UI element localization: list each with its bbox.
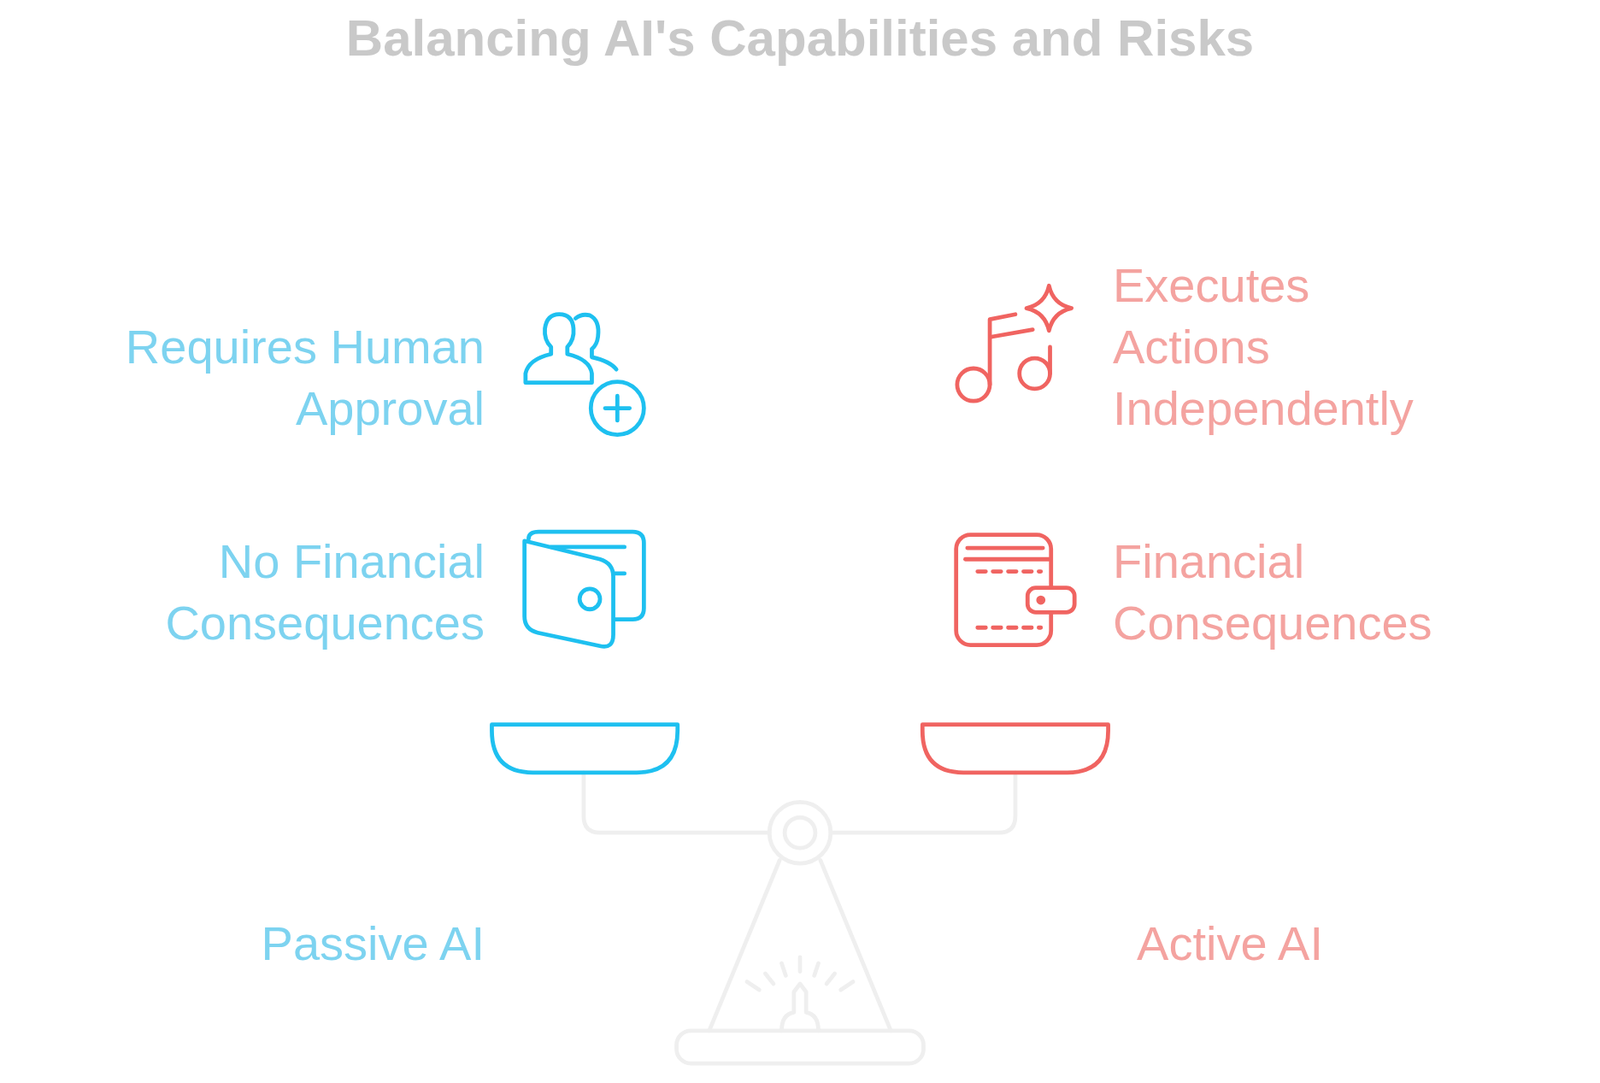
illustration-group: [491, 285, 1108, 1064]
scale-leg: [820, 859, 891, 1030]
scale-pan-red: [922, 724, 1108, 773]
person-back: [575, 314, 617, 370]
criterion-label: No Financial Consequences: [108, 530, 485, 654]
alarm-rays: [747, 957, 853, 990]
wallet-dot: [1038, 597, 1044, 603]
scale-stand: [583, 772, 1016, 1064]
scale-pan-blue: [491, 724, 677, 773]
scale-arm: [830, 772, 1016, 833]
note-stem: [989, 314, 1016, 385]
scale-pivot: [769, 801, 831, 864]
wallet-stitch: [977, 625, 1042, 630]
scale-base: [676, 1030, 924, 1064]
plus-circle: [590, 382, 644, 436]
criterion-label: Executes Actions Independently: [1112, 254, 1455, 440]
alarm-light: [782, 983, 819, 1031]
wallet-line: [967, 546, 1043, 551]
plus-sign: [605, 395, 630, 421]
diagram-title: Balancing AI's Capabilities and Risks: [116, 7, 1484, 70]
wallet-button: [579, 588, 600, 610]
scale-arm: [583, 772, 770, 833]
scale-leg: [709, 859, 780, 1030]
sparkle: [1026, 285, 1072, 331]
wallet-clasp: [1027, 588, 1075, 613]
wallet-icon-blue: [524, 531, 645, 647]
wallet-stitch: [977, 569, 1042, 574]
wallet-line: [964, 557, 1049, 562]
scale-pivot-inner: [784, 817, 816, 848]
wallet-front: [524, 541, 614, 648]
music-sparkle-icon: [957, 285, 1072, 401]
side-label: Passive AI: [142, 912, 485, 975]
criterion-label: Financial Consequences: [1112, 530, 1489, 654]
side-label: Active AI: [1058, 912, 1401, 975]
criterion-label: Requires Human Approval: [74, 316, 485, 440]
note-beam: [991, 329, 1033, 337]
note-head: [957, 368, 990, 401]
note-stem: [1047, 347, 1053, 374]
note-head: [1019, 358, 1051, 389]
person: [525, 314, 593, 383]
people-add-icon: [525, 314, 644, 436]
wallet-icon-red: [956, 535, 1075, 646]
